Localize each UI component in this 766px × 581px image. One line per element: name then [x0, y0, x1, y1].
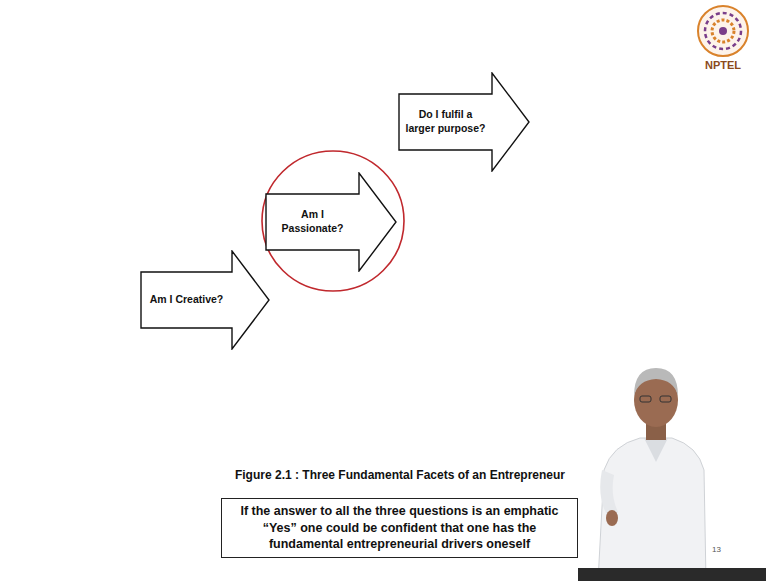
arrow-path	[399, 73, 529, 171]
slide-number: 13	[712, 545, 721, 554]
presenter-photo	[598, 368, 706, 581]
arrow-path	[141, 251, 269, 349]
nptel-logo	[698, 6, 748, 56]
arrow-label-area: Am I Passionate?	[270, 196, 355, 248]
arrow-label-area: Do I fulfil a larger purpose?	[403, 96, 488, 148]
logo-label: NPTEL	[696, 59, 750, 71]
arrow-label: Do I fulfil a larger purpose?	[403, 108, 488, 135]
arrow-label-area: Am I Creative?	[145, 274, 228, 326]
arrow-label: Am I Passionate?	[270, 208, 355, 235]
arrow-shape: Do I fulfil a larger purpose?	[398, 72, 530, 172]
lectern	[578, 568, 766, 581]
arrow-label: Am I Creative?	[150, 293, 224, 307]
highlight-circle	[262, 151, 404, 291]
note-box: If the answer to all the three questions…	[221, 498, 578, 558]
note-text: If the answer to all the three questions…	[230, 503, 569, 553]
arrow-shape: Am I Passionate?	[265, 172, 397, 272]
figure-caption: Figure 2.1 : Three Fundamental Facets of…	[170, 468, 630, 482]
arrow-shape: Am I Creative?	[140, 250, 270, 350]
arrow-path	[266, 173, 396, 271]
